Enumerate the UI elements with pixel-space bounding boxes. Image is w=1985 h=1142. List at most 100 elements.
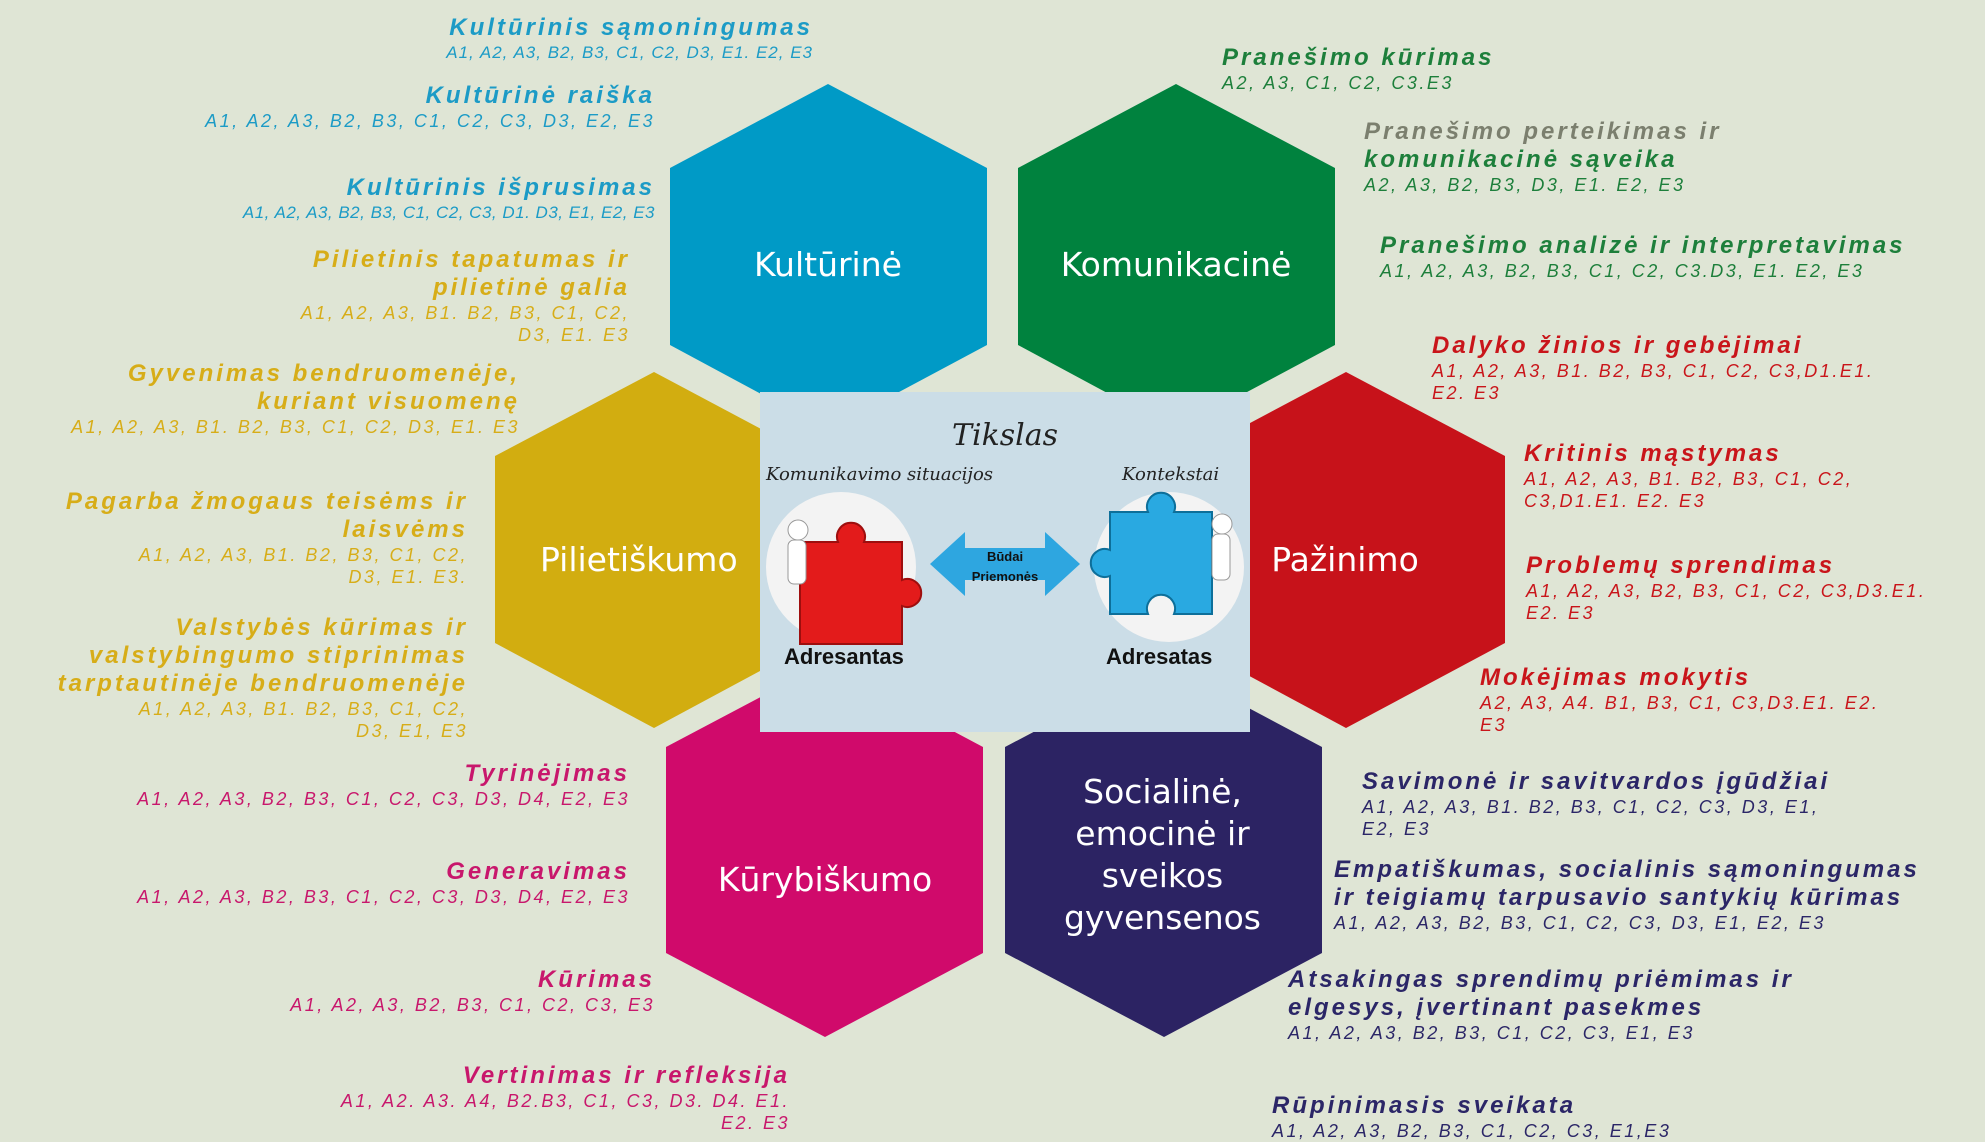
pranesimo-perteikimas: Pranešimo perteikimas ir komunikacinė są… <box>1364 118 1721 196</box>
block-title: Empatiškumas, socialinis sąmoningumas <box>1334 856 1920 883</box>
block-codes: A2, A3, A4. B1, B3, C1, C3,D3.E1. E2. <box>1480 693 1880 713</box>
block-codes: A1, A2, A3, B2, B3, C1, C2, C3.D3, E1. E… <box>1380 261 1865 281</box>
block-codes: E2. E3 <box>1432 383 1502 403</box>
generavimas: Generavimas A1, A2, A3, B2, B3, C1, C2, … <box>137 858 630 908</box>
block-codes: A2, A3, C1, C2, C3.E3 <box>1222 73 1454 93</box>
sender-label: Adresantas <box>784 644 904 669</box>
block-codes: E3 <box>1480 715 1508 735</box>
block-title: laisvėms <box>342 516 468 543</box>
atsakingas-sprendimu-priemimas: Atsakingas sprendimų priėmimas ir elgesy… <box>1288 966 1794 1044</box>
receiver-label: Adresatas <box>1106 644 1213 669</box>
block-title: Kritinis mąstymas <box>1524 440 1782 467</box>
tyrinejimas: Tyrinėjimas A1, A2, A3, B2, B3, C1, C2, … <box>137 760 630 810</box>
block-codes: A1, A2, A3, B1. B2, B3, C1, C2, <box>300 303 630 323</box>
block-title: Pranešimo kūrimas <box>1222 44 1495 71</box>
block-title: Pranešimo analizė ir interpretavimas <box>1380 232 1906 259</box>
block-title: Problemų sprendimas <box>1526 552 1836 579</box>
block-title: Dalyko žinios ir gebėjimai <box>1432 332 1804 359</box>
hex-kulturine <box>670 84 987 430</box>
block-title: valstybingumo stiprinimas <box>88 642 468 669</box>
block-codes: A1, A2, A3, B2, B3, C1, C2, C3, D1. D3, … <box>242 203 655 222</box>
block-title: Pranešimo perteikimas ir <box>1364 118 1722 145</box>
block-codes: C3,D1.E1. E2. E3 <box>1524 491 1707 511</box>
block-codes: A1, A2, A3, B1. B2, B3, C1, C2, D3, E1. … <box>71 417 520 437</box>
block-title: Pagarba žmogaus teisėms ir <box>65 488 468 515</box>
contexts-label: Kontekstai <box>1122 464 1220 485</box>
block-title: Savimonė ir savitvardos įgūdžiai <box>1362 768 1831 795</box>
valstybes-kurimas: Valstybės kūrimas ir valstybingumo stipr… <box>58 614 468 742</box>
block-codes: A1, A2, A3, B1. B2, B3, C1, C2, <box>1524 469 1854 489</box>
block-title: pilietinė galia <box>432 274 630 301</box>
block-title: Atsakingas sprendimų priėmimas ir <box>1288 966 1794 993</box>
block-title: Generavimas <box>446 858 630 885</box>
hex-label-pazinimo: Pažinimo <box>1271 540 1419 579</box>
block-title: komunikacinė sąveika <box>1364 146 1678 173</box>
dalyko-zinios: Dalyko žinios ir gebėjimai A1, A2, A3, B… <box>1432 332 1874 404</box>
communication-model-box: Tikslas Komunikavimo situacijos Kontekst… <box>760 392 1250 732</box>
block-codes: A1, A2, A3, B2, B3, C1, C2, C3, D3, E2, … <box>205 111 655 131</box>
block-codes: A1, A2, A3, B2, B3, C1, C2, C3, D3, D4, … <box>137 887 630 907</box>
block-codes: A1, A2, A3, B2, B3, C1, C2, C3, D3, E1, … <box>1334 913 1826 933</box>
hex-label-socialine: Socialinė, emocinė ir sveikos gyvensenos <box>1063 772 1262 937</box>
hex-komunikacine <box>1018 84 1335 430</box>
block-title: tarptautinėje bendruomenėje <box>57 670 468 697</box>
block-codes: A1, A2, A3, B2, B3, C1, C2, C3, E1, E3 <box>1288 1023 1695 1043</box>
block-codes: A1, A2, A3, B2, B3, C1, C2, C3,D3.E1. <box>1526 581 1927 601</box>
arrow-text: Būdai Priemonės <box>968 547 1042 587</box>
pilietinis-tapatumas: Pilietinis tapatumas ir pilietinė galia … <box>301 246 630 346</box>
block-codes: A1, A2, A3, B2, B3, C1, C2, C3, E1,E3 <box>1272 1121 1672 1141</box>
block-title: Kultūrinis išprusimas <box>346 174 655 201</box>
block-codes: A1, A2, A3, B1. B2, B3, C1, C2, C3,D1.E1… <box>1432 361 1875 381</box>
double-arrow-icon <box>930 532 1080 596</box>
arrow-line-2: Priemonės <box>971 569 1039 584</box>
block-codes: D3, E1. E3 <box>517 325 630 345</box>
problemu-sprendimas: Problemų sprendimas A1, A2, A3, B2, B3, … <box>1526 552 1926 624</box>
block-codes: A2, A3, B2, B3, D3, E1. E2, E3 <box>1364 175 1686 195</box>
hex-pazinimo <box>1188 372 1505 728</box>
block-title: Rūpinimasis sveikata <box>1272 1092 1577 1119</box>
block-codes: D3, E1, E3 <box>355 721 468 741</box>
hex-pilietiskumo <box>495 372 812 728</box>
block-codes: A1, A2, A3, B1. B2, B3, C1, C2, <box>138 699 468 719</box>
block-codes: E2. E3 <box>1526 603 1596 623</box>
block-title: Kūrimas <box>537 966 655 993</box>
kurimas: Kūrimas A1, A2, A3, B2, B3, C1, C2, C3, … <box>290 966 655 1016</box>
arrow-line-1: Būdai <box>986 549 1024 564</box>
block-title: Mokėjimas mokytis <box>1480 664 1752 691</box>
savimone: Savimonė ir savitvardos įgūdžiai A1, A2,… <box>1362 768 1830 840</box>
block-title: elgesys, įvertinant pasekmes <box>1288 994 1705 1021</box>
situations-label: Komunikavimo situacijos <box>766 464 994 485</box>
blue-puzzle-icon <box>1089 491 1233 615</box>
vertinimas-ir-refleksija: Vertinimas ir refleksija A1, A2. A3. A4,… <box>341 1062 790 1134</box>
kulturinis-samoningumas: Kultūrinis sąmoningumas A1, A2, A3, B2, … <box>446 14 813 64</box>
block-codes: A1, A2. A3. A4, B2.B3, C1, C3, D3. D4. E… <box>340 1091 790 1111</box>
block-codes: A1, A2, A3, B1. B2, B3, C1, C2, C3, D3, … <box>1362 797 1820 817</box>
block-title: Tyrinėjimas <box>464 760 630 787</box>
hex-label-kulturine: Kultūrinė <box>754 245 902 284</box>
hex-socialine <box>1005 663 1322 1037</box>
goal-heading: Tikslas <box>951 418 1059 453</box>
block-codes: A1, A2, A3, B2, B3, C1, C2, C3, D3, D4, … <box>137 789 630 809</box>
block-codes: E2. E3 <box>720 1113 790 1133</box>
kulturine-raiska: Kultūrinė raiška A1, A2, A3, B2, B3, C1,… <box>205 82 655 132</box>
block-title: kuriant visuomenę <box>256 388 520 415</box>
red-puzzle-icon <box>787 519 923 645</box>
block-title: Vertinimas ir refleksija <box>462 1062 790 1089</box>
block-title: Kultūrinis sąmoningumas <box>449 14 813 41</box>
kulturinis-isprusimas: Kultūrinis išprusimas A1, A2, A3, B2, B3… <box>243 174 655 224</box>
puzzle-illustration <box>787 491 1233 645</box>
gyvenimas-bendruomeneje: Gyvenimas bendruomenėje, kuriant visuome… <box>71 360 520 438</box>
block-title: Gyvenimas bendruomenėje, <box>127 360 520 387</box>
block-title: ir teigiamų tarpusavio santykių kūrimas <box>1334 884 1904 911</box>
hex-label-pilietiskumo: Pilietiškumo <box>540 540 738 579</box>
hex-label-kurybiskumo: Kūrybiškumo <box>717 860 933 899</box>
pranesimo-kurimas: Pranešimo kūrimas A2, A3, C1, C2, C3.E3 <box>1222 44 1494 94</box>
block-codes: E2, E3 <box>1362 819 1432 839</box>
block-codes: A1, A2, A3, B2, B3, C1, C2, C3, E3 <box>290 995 655 1015</box>
kritinis-mastymas: Kritinis mąstymas A1, A2, A3, B1. B2, B3… <box>1524 440 1853 512</box>
block-codes: A1, A2, A3, B2, B3, C1, C2, D3, E1. E2, … <box>446 43 813 62</box>
pagarba-zmogaus-teisems: Pagarba žmogaus teisėms ir laisvėms A1, … <box>66 488 468 588</box>
empatiskumas: Empatiškumas, socialinis sąmoningumas ir… <box>1334 856 1920 934</box>
